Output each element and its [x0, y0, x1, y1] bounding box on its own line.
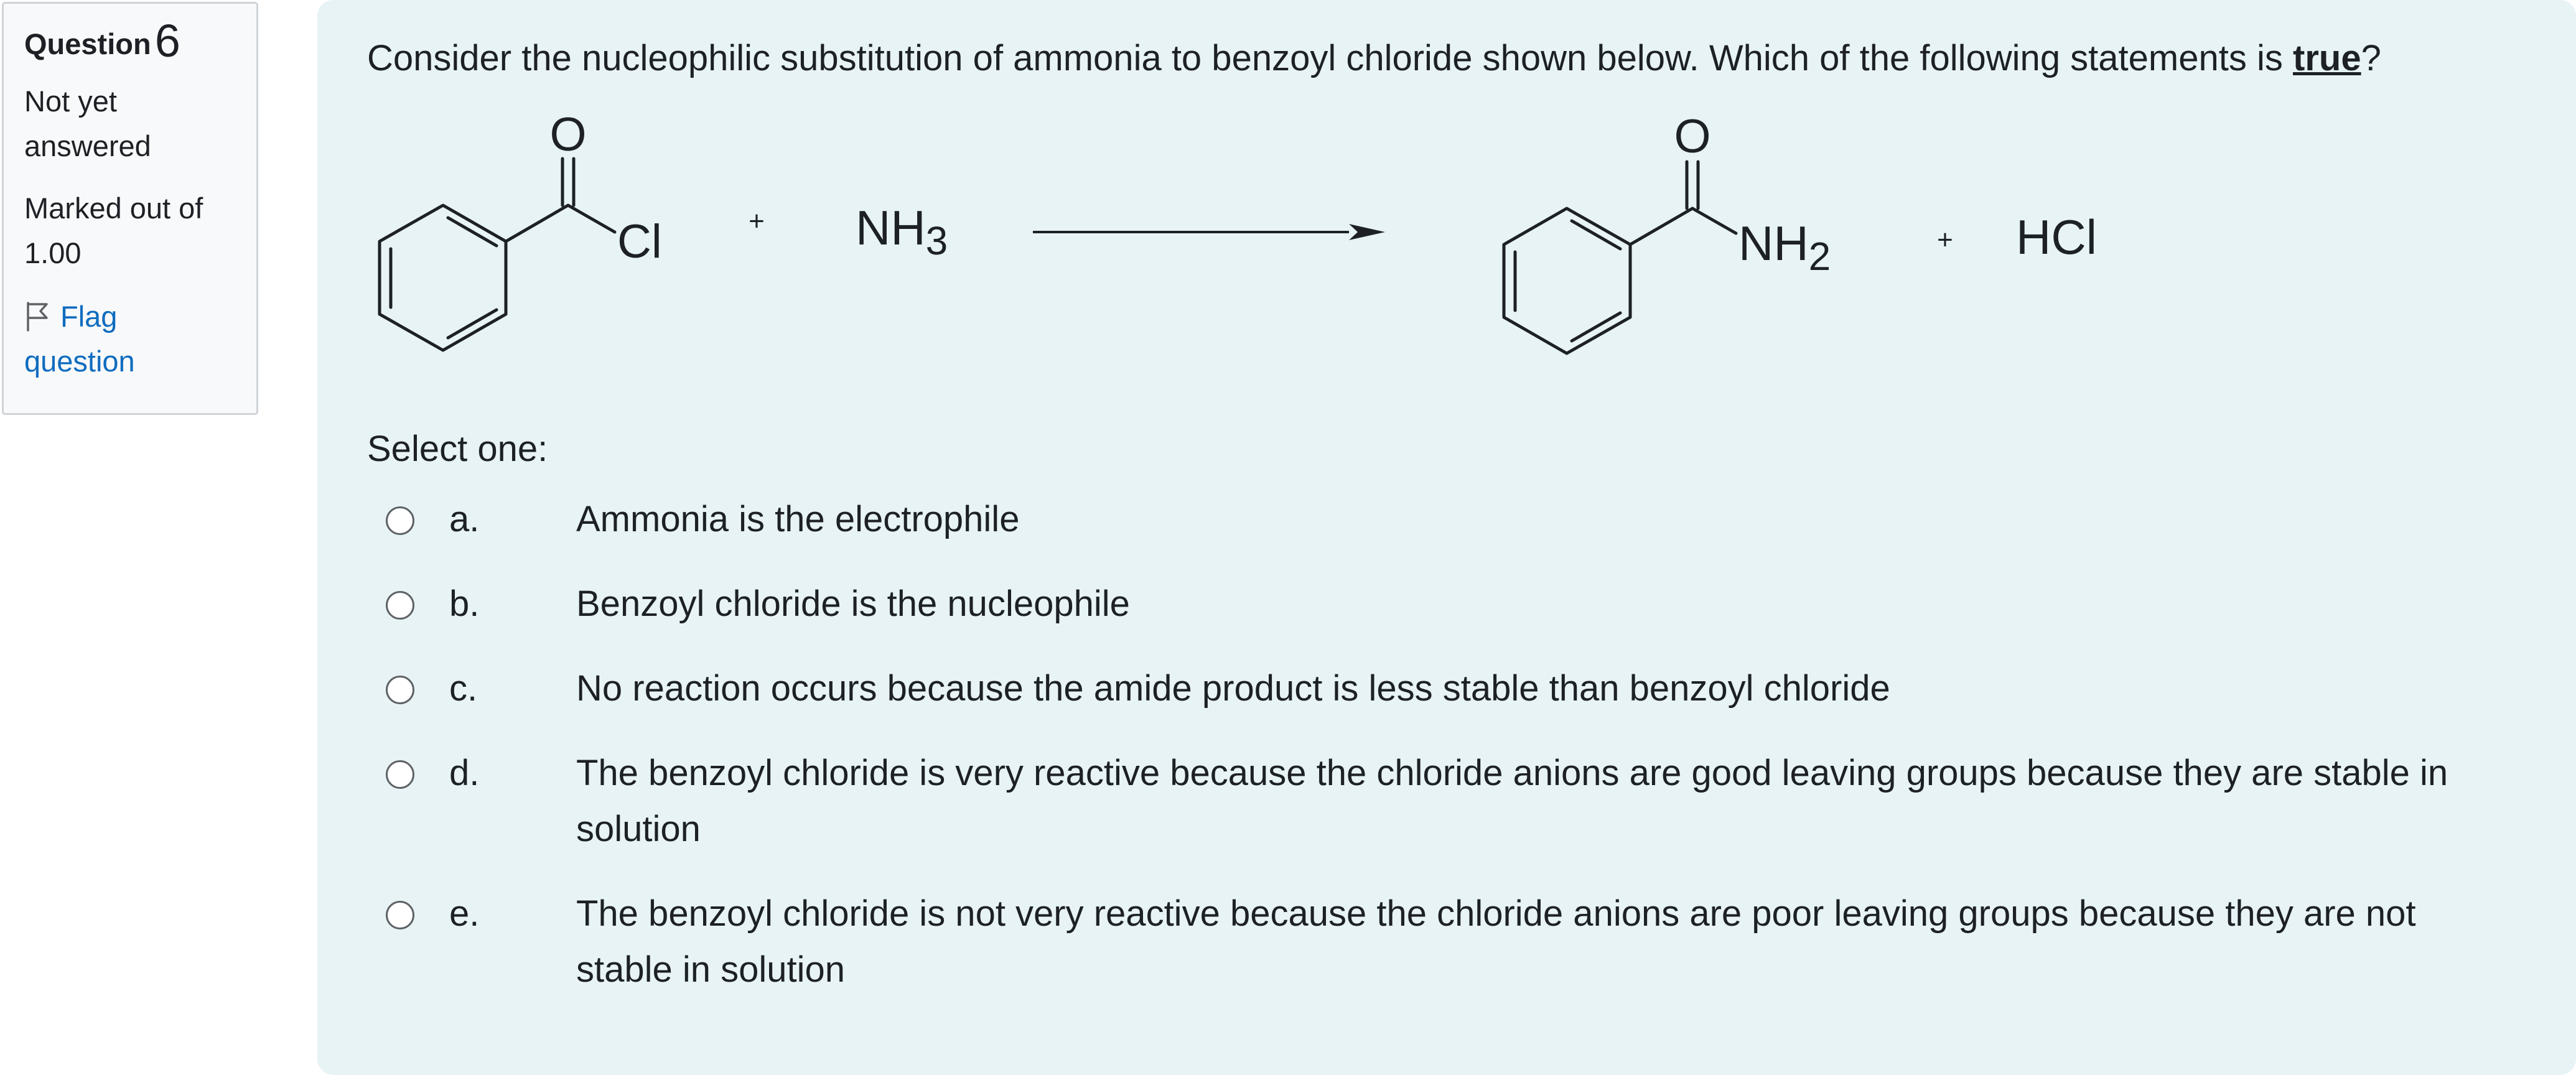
answer-letter-c: c.	[449, 668, 478, 709]
answer-option-d[interactable]: d. The benzoyl chloride is very reactive…	[386, 745, 2514, 857]
question-text-main: Consider the nucleophilic substitution o…	[367, 38, 2293, 78]
question-text: Consider the nucleophilic substitution o…	[367, 36, 2381, 81]
answer-letter-a: a.	[449, 499, 480, 539]
benzamide-oxygen: O	[1674, 110, 1710, 163]
ammonia-symbol: NH	[856, 200, 926, 255]
answer-list: a. Ammonia is the electrophile b. Benzoy…	[386, 491, 2514, 998]
question-text-end: ?	[2361, 38, 2381, 78]
answer-text-e: The benzoyl chloride is not very reactiv…	[576, 893, 2416, 990]
benzoyl-chloride-structure	[378, 157, 617, 352]
radio-button-a[interactable]	[386, 506, 414, 535]
answer-option-c[interactable]: c. No reaction occurs because the amide …	[386, 661, 2514, 717]
question-state: Not yet answered	[24, 85, 151, 162]
question-number: Question6	[24, 18, 256, 64]
question-text-emphasis: true	[2293, 38, 2361, 78]
answer-text-c: No reaction occurs because the amide pro…	[576, 668, 1890, 709]
benzoyl-chloride-chlorine: Cl	[617, 215, 662, 268]
benzoyl-chloride-oxygen: O	[549, 108, 586, 161]
plus-sign-1: +	[749, 206, 765, 236]
question-info-panel: Question6 Not yet answered Marked out of…	[2, 2, 258, 415]
answer-option-b[interactable]: b. Benzoyl chloride is the nucleophile	[386, 576, 2514, 632]
question-number-value: 6	[154, 15, 180, 67]
flag-icon	[24, 299, 52, 332]
benzamide-amine-symbol: NH	[1738, 216, 1809, 271]
answer-letter-b: b.	[449, 584, 480, 624]
plus-sign-2: +	[1937, 225, 1953, 255]
question-content: Consider the nucleophilic substitution o…	[317, 0, 2576, 1075]
reaction-arrow	[1033, 224, 1385, 240]
question-label: Question	[24, 27, 151, 60]
benzamide-structure	[1502, 160, 1738, 355]
answer-text-b: Benzoyl chloride is the nucleophile	[576, 584, 1130, 624]
answer-text-d: The benzoyl chloride is very reactive be…	[576, 753, 2448, 849]
radio-button-d[interactable]	[386, 760, 414, 789]
hydrogen-chloride-formula: HCl	[2016, 210, 2097, 264]
radio-button-c[interactable]	[386, 676, 414, 704]
answer-option-a[interactable]: a. Ammonia is the electrophile	[386, 491, 2514, 547]
radio-button-e[interactable]	[386, 901, 414, 929]
question-grade: Marked out of 1.00	[24, 192, 203, 269]
ammonia-formula: NH3	[856, 200, 948, 263]
benzamide-amine: NH2	[1738, 216, 1831, 279]
answer-letter-d: d.	[449, 753, 480, 793]
ammonia-subscript: 3	[926, 218, 948, 263]
reaction-scheme: O Cl + NH3 O NH2 + HCl	[378, 108, 2097, 355]
radio-button-b[interactable]	[386, 591, 414, 620]
flag-question-label: Flag question	[24, 300, 135, 378]
answer-text-a: Ammonia is the electrophile	[576, 499, 1020, 539]
flag-question-link[interactable]: Flag question	[24, 294, 211, 384]
benzamide-amine-subscript: 2	[1809, 234, 1831, 279]
answer-letter-e: e.	[449, 893, 480, 934]
answer-option-e[interactable]: e. The benzoyl chloride is not very reac…	[386, 886, 2514, 998]
select-one-prompt: Select one:	[367, 429, 548, 469]
